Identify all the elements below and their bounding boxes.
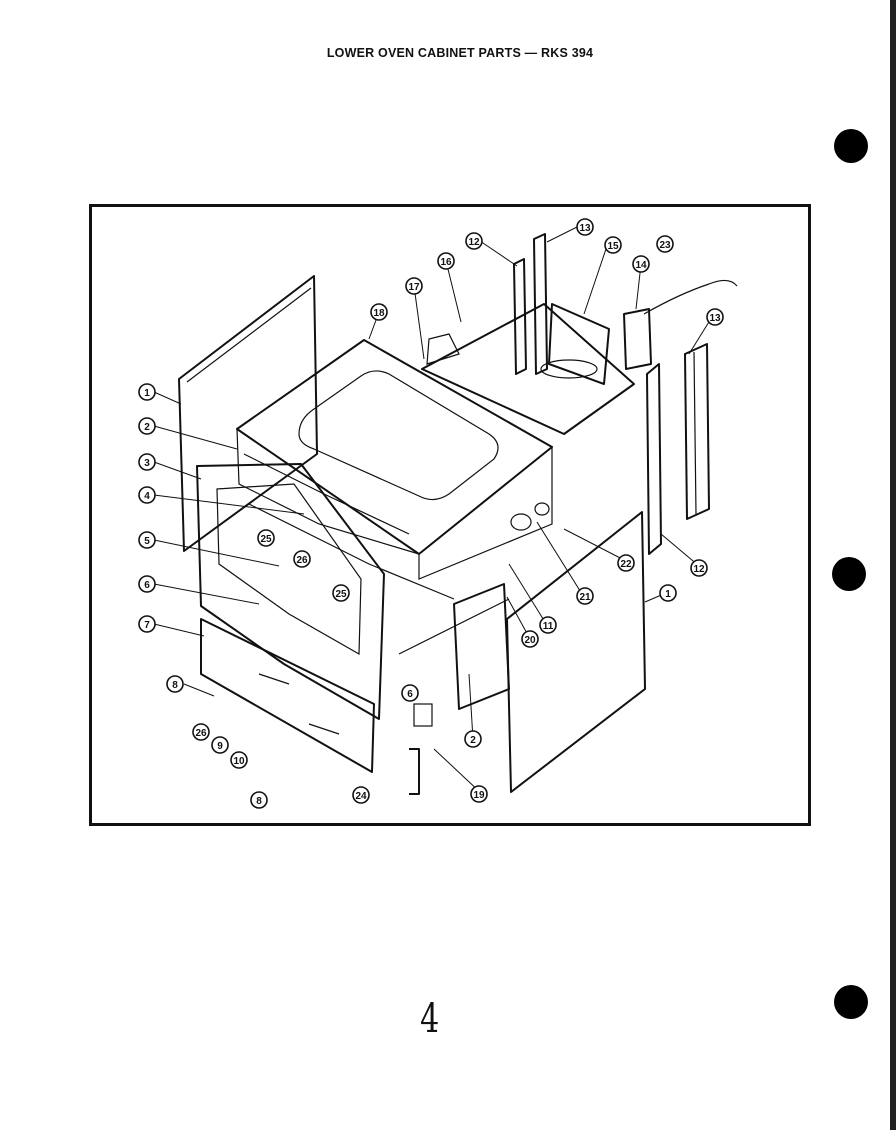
oven-front-frame [196,463,385,720]
svg-text:19: 19 [473,790,485,801]
callout-19: 19 [470,785,488,803]
callout-8-lower: 8 [250,791,268,809]
callout-1-left: 1 [138,383,156,401]
right-rails [646,343,710,555]
svg-text:22: 22 [620,559,632,570]
callout-15: 15 [604,236,622,254]
svg-text:6: 6 [407,689,413,700]
callout-10: 10 [230,751,248,769]
callout-5: 5 [138,531,156,549]
svg-text:13: 13 [579,223,591,234]
svg-text:8: 8 [172,680,178,691]
callout-16: 16 [437,252,455,270]
diagram-frame [89,204,811,826]
svg-text:17: 17 [408,282,420,293]
callout-4: 4 [138,486,156,504]
page-number: 4 [420,996,440,1042]
callout-13-right: 13 [706,308,724,326]
callout-2-left: 2 [138,417,156,435]
page-edge [890,0,896,1130]
callout-9: 9 [211,736,229,754]
binder-hole-top [834,129,868,163]
binder-hole-bottom [834,985,868,1019]
svg-text:13: 13 [709,313,721,324]
callout-8-upper: 8 [166,675,184,693]
callout-17: 17 [405,277,423,295]
callout-12-top: 12 [465,232,483,250]
svg-text:11: 11 [543,621,554,632]
callout-7: 7 [138,615,156,633]
callout-1-right: 1 [659,584,677,602]
callout-12-right: 12 [690,559,708,577]
svg-text:26: 26 [195,728,207,739]
svg-text:14: 14 [635,260,647,271]
svg-text:2: 2 [470,735,476,746]
svg-text:3: 3 [144,458,150,469]
svg-text:24: 24 [355,791,367,802]
svg-text:8: 8 [256,796,262,807]
svg-text:5: 5 [144,536,150,547]
back-panel [421,303,635,435]
svg-text:9: 9 [217,741,223,752]
right-side-panel [506,511,646,793]
terminal-box [623,279,738,370]
svg-text:21: 21 [579,592,591,603]
svg-text:18: 18 [373,308,385,319]
svg-text:12: 12 [693,564,705,575]
page-title: LOWER OVEN CABINET PARTS — RKS 394 [326,46,594,60]
back-rails [513,233,548,375]
svg-text:10: 10 [233,756,245,767]
oven-top [236,339,553,580]
callout-13-top: 13 [576,218,594,236]
callout-6-left: 6 [138,575,156,593]
svg-text:7: 7 [144,620,150,631]
callout-24: 24 [352,786,370,804]
burner-fitting [510,502,550,531]
callout-23: 23 [656,235,674,253]
svg-text:2: 2 [144,422,150,433]
left-side-panel [178,275,318,552]
svg-text:1: 1 [144,388,150,399]
svg-text:12: 12 [468,237,480,248]
lower-bracket [398,583,510,795]
callout-25-lower: 25 [332,584,350,602]
callout-20: 20 [521,630,539,648]
binder-hole-middle [832,557,866,591]
callout-25-upper: 25 [257,529,275,547]
svg-text:4: 4 [144,491,150,502]
callout-18: 18 [370,303,388,321]
leader-lines [153,226,713,795]
callout-3: 3 [138,453,156,471]
callout-11: 11 [539,616,557,634]
svg-text:6: 6 [144,580,150,591]
callout-6-right: 6 [401,684,419,702]
kickplate [200,618,375,773]
svg-text:23: 23 [659,240,671,251]
exploded-parts-diagram: 1 2 3 4 5 6 7 8 26 9 10 8 18 17 16 12 13… [138,218,738,809]
rear-cover [540,303,610,385]
callout-2-right: 2 [464,730,482,748]
callout-21: 21 [576,587,594,605]
svg-text:16: 16 [440,257,452,268]
callout-22: 22 [617,554,635,572]
svg-text:1: 1 [665,589,671,600]
svg-text:26: 26 [296,555,308,566]
svg-text:15: 15 [607,241,619,252]
svg-text:20: 20 [524,635,536,646]
callout-26-upper: 26 [293,550,311,568]
callout-26-lower: 26 [192,723,210,741]
callout-14: 14 [632,255,650,273]
svg-text:25: 25 [260,534,272,545]
oven-cavity [236,428,455,600]
svg-text:25: 25 [335,589,347,600]
